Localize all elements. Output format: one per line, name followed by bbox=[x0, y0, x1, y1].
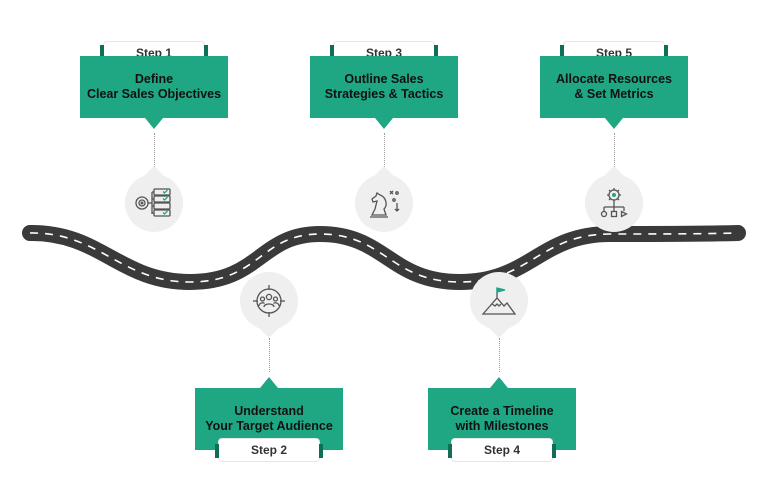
step-1-connector bbox=[154, 133, 155, 167]
step-1-title-line2: Clear Sales Objectives bbox=[86, 87, 222, 101]
step-3-title-line1: Outline Sales bbox=[344, 72, 424, 86]
step-2-title-line2: Your Target Audience bbox=[205, 419, 333, 433]
step-3-title-line2: Strategies & Tactics bbox=[324, 87, 444, 101]
step-4-icon-pin bbox=[470, 272, 528, 338]
step-4-title-line2: with Milestones bbox=[455, 419, 549, 433]
step-1-icon-pin bbox=[125, 166, 183, 232]
step-5-card: Allocate Resources& Set Metrics bbox=[540, 56, 688, 118]
mountain-flag-icon bbox=[481, 287, 517, 315]
step-2-title-line1: Understand bbox=[234, 404, 304, 418]
step-1-title-line1: Define bbox=[134, 72, 174, 86]
checklist-target-icon bbox=[135, 188, 171, 217]
step-5-icon-pin bbox=[585, 166, 643, 232]
step-1-pointer bbox=[145, 118, 163, 129]
step-4-tab: Step 4 bbox=[448, 439, 556, 461]
chess-knight-strategy-icon bbox=[370, 190, 400, 218]
step-2-icon-pin bbox=[240, 272, 298, 338]
step-4-title-line1: Create a Timeline bbox=[450, 404, 554, 418]
step-3-pointer bbox=[375, 118, 393, 129]
step-2-connector bbox=[269, 338, 270, 372]
step-5-pointer bbox=[605, 118, 623, 129]
step-5-connector bbox=[614, 133, 615, 167]
step-2-pointer bbox=[260, 377, 278, 388]
step-2-tab: Step 2 bbox=[215, 439, 323, 461]
step-3-connector bbox=[384, 133, 385, 167]
step-2-tab-label: Step 2 bbox=[250, 443, 287, 457]
audience-target-icon bbox=[253, 285, 285, 317]
step-4-connector bbox=[499, 338, 500, 372]
step-4-tab-label: Step 4 bbox=[483, 443, 520, 457]
step-3-icon-pin bbox=[355, 166, 413, 232]
step-4-pointer bbox=[490, 377, 508, 388]
step-5-title-line2: & Set Metrics bbox=[574, 87, 654, 101]
step-5-title-line1: Allocate Resources bbox=[555, 72, 673, 86]
gear-network-icon bbox=[600, 188, 628, 218]
